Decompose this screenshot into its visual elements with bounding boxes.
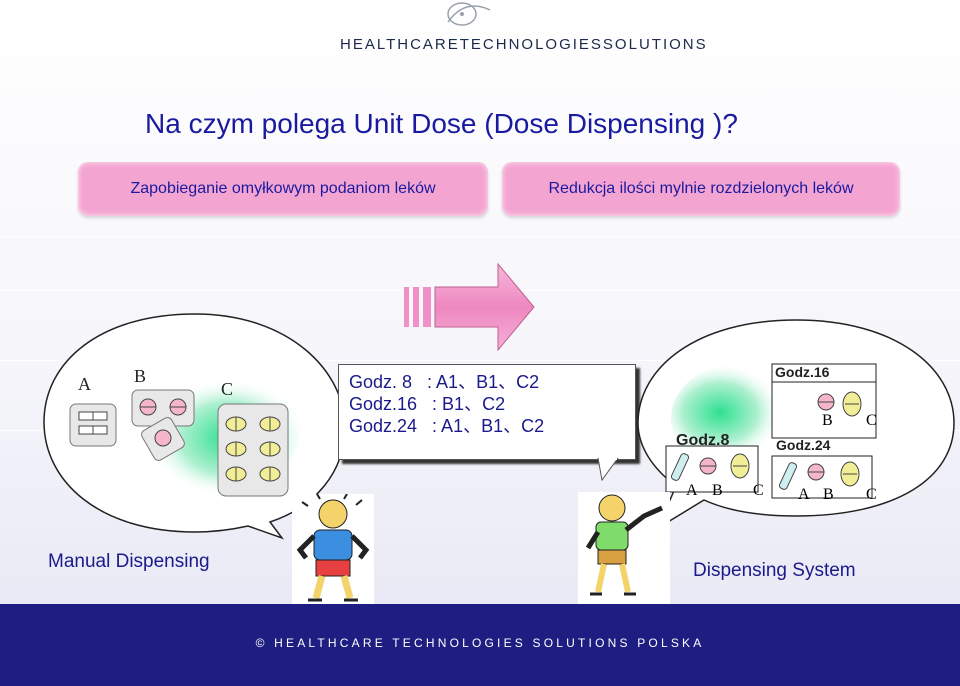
logo-swirl-icon (447, 2, 491, 26)
benefit-pill-1-label: Zapobieganie omyłkowym podaniom leków (130, 180, 436, 197)
benefit-pill-2-label: Redukcja ilości mylnie rozdzielonych lek… (548, 180, 854, 197)
pack16-letter-c: C (866, 412, 877, 429)
slide-title: Na czym polega Unit Dose (Dose Dispensin… (145, 108, 738, 139)
schedule-row-2: Godz.16 : B1、C2 (349, 394, 506, 414)
schedule-row-3: Godz.24 : A1、B1、C2 (349, 416, 545, 436)
pack-time-8: Godz.8 (676, 432, 730, 449)
dispensing-system-label: Dispensing System (693, 560, 856, 581)
note-tail (597, 458, 619, 482)
confused-person-illustration (292, 494, 374, 604)
logo (330, 0, 630, 60)
pack24-letter-b: B (823, 486, 834, 503)
schedule-row-1: Godz. 8 : A1、B1、C2 (349, 372, 540, 392)
pack8-letter-b: B (712, 482, 723, 499)
pack8-letter-a: A (686, 482, 698, 499)
pack8-letter-c: C (753, 482, 764, 499)
manual-dispensing-label: Manual Dispensing (48, 551, 210, 572)
manual-letter-b: B (134, 366, 147, 386)
pack-time-24: Godz.24 (776, 437, 831, 453)
pack24-letter-c: C (866, 486, 877, 503)
benefit-pill-2: Redukcja ilości mylnie rozdzielonych lek… (502, 162, 900, 216)
benefit-pill-1: Zapobieganie omyłkowym podaniom leków (78, 162, 488, 216)
happy-person-illustration (578, 492, 670, 604)
schedule-note: Godz. 8 : A1、B1、C2 Godz.16 : B1、C2 Godz.… (338, 364, 636, 460)
pack16-letter-b: B (822, 412, 833, 429)
pack24-letter-a: A (798, 486, 810, 503)
system-bubble (637, 319, 955, 530)
footer-bar (0, 604, 960, 686)
manual-letter-c: C (221, 379, 234, 399)
manual-letter-a: A (78, 374, 91, 394)
logo-text: HEALTHCARETECHNOLOGIESSOLUTIONS (340, 36, 708, 53)
manual-bubble (43, 313, 346, 540)
process-arrow-icon (404, 262, 535, 352)
footer-text: © HEALTHCARE TECHNOLOGIES SOLUTIONS POLS… (255, 636, 705, 650)
pack-time-16: Godz.16 (775, 364, 830, 380)
